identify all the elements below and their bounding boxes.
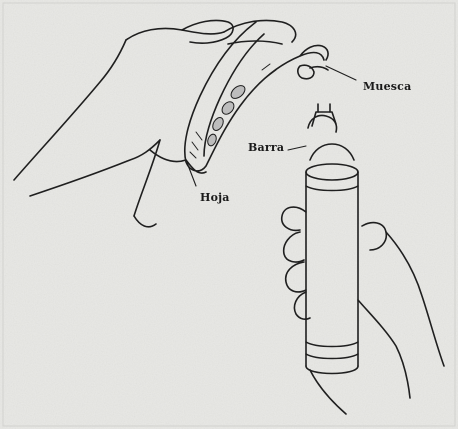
hoja-label: Hoja bbox=[200, 191, 230, 204]
muesca-label: Muesca bbox=[363, 80, 411, 93]
barra-label: Barra bbox=[248, 141, 284, 154]
